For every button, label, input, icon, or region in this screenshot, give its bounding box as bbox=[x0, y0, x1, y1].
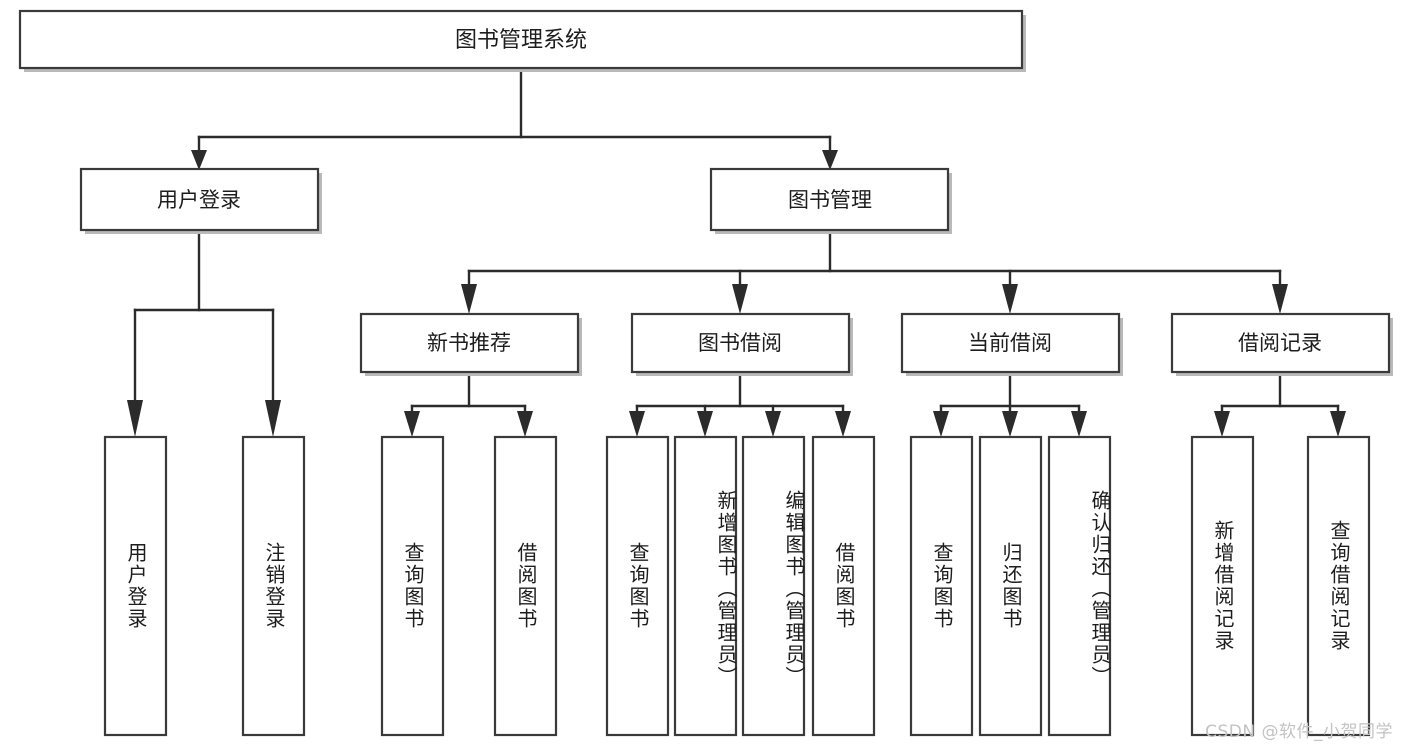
node-book-borrow[interactable]: 图书借阅 bbox=[630, 312, 853, 376]
arrowhead-current-borrow bbox=[1002, 284, 1018, 314]
connector-group-current-borrow bbox=[933, 374, 1087, 437]
arrowhead-borrow-record bbox=[1272, 284, 1288, 314]
node-new-book-recommend[interactable]: 新书推荐 bbox=[359, 312, 582, 376]
arrowhead-nb-query-book bbox=[404, 411, 420, 437]
leaf-box-cb-confirm-return[interactable] bbox=[1047, 435, 1112, 737]
connector-group-new-book bbox=[404, 374, 533, 437]
arrowhead-bb-query-book bbox=[629, 411, 645, 437]
arrowhead-cb-query-book bbox=[933, 411, 949, 437]
arrowhead-book-manage bbox=[822, 150, 838, 170]
leaf-box-cb-query-book[interactable] bbox=[909, 435, 974, 737]
arrowhead-new-book bbox=[461, 284, 477, 314]
node-user-login[interactable]: 用户登录 bbox=[79, 167, 322, 234]
node-borrow-record-box[interactable] bbox=[1170, 312, 1391, 374]
node-current-borrow-box[interactable] bbox=[900, 312, 1121, 374]
arrowhead-cb-return-book bbox=[1002, 411, 1018, 437]
arrowhead-book-borrow bbox=[732, 284, 748, 314]
node-new-book-recommend-box[interactable] bbox=[359, 312, 580, 374]
arrowhead-user-login bbox=[191, 150, 207, 170]
node-user-login-label: 用户登录 bbox=[157, 188, 241, 212]
arrowhead-cb-confirm-return bbox=[1071, 411, 1087, 437]
node-book-manage-box[interactable] bbox=[709, 167, 950, 232]
node-book-manage[interactable]: 图书管理 bbox=[709, 167, 952, 234]
leaf-box-nb-query-book[interactable] bbox=[380, 435, 445, 737]
arrowhead-bb-add-book bbox=[697, 411, 713, 437]
node-borrow-record-label: 借阅记录 bbox=[1238, 331, 1322, 355]
node-root[interactable]: 图书管理系统 bbox=[18, 9, 1026, 72]
arrowhead-br-query-record bbox=[1330, 411, 1346, 437]
node-current-borrow[interactable]: 当前借阅 bbox=[900, 312, 1123, 376]
leaf-box-logout[interactable] bbox=[241, 435, 306, 737]
connector-group-book-manage bbox=[461, 232, 1288, 314]
connector-group-book-borrow bbox=[629, 374, 851, 437]
node-root-label: 图书管理系统 bbox=[455, 28, 587, 53]
leaf-box-bb-borrow-book[interactable] bbox=[811, 435, 876, 737]
leaf-box-cb-return-book[interactable] bbox=[978, 435, 1043, 737]
leaf-box-nb-borrow-book[interactable] bbox=[493, 435, 558, 737]
connector-group-root bbox=[191, 66, 838, 170]
node-borrow-record[interactable]: 借阅记录 bbox=[1170, 312, 1393, 376]
connector-group-borrow-record bbox=[1214, 374, 1346, 437]
arrowhead-br-add-record bbox=[1214, 411, 1230, 437]
arrowhead-leaf-user-login bbox=[127, 400, 143, 437]
node-root-box[interactable] bbox=[18, 9, 1024, 70]
leaf-box-bb-query-book[interactable] bbox=[605, 435, 670, 737]
leaf-box-bb-edit-book[interactable] bbox=[741, 435, 806, 737]
leaf-box-user-login[interactable] bbox=[103, 435, 168, 737]
node-new-book-recommend-label: 新书推荐 bbox=[427, 331, 511, 355]
leaf-box-bb-add-book[interactable] bbox=[673, 435, 738, 737]
node-current-borrow-label: 当前借阅 bbox=[968, 331, 1052, 355]
node-user-login-box[interactable] bbox=[79, 167, 320, 232]
node-book-manage-label: 图书管理 bbox=[788, 188, 872, 212]
watermark: CSDN @软件_小贺同学 bbox=[1205, 722, 1393, 742]
arrowhead-leaf-logout bbox=[265, 400, 281, 437]
leaf-box-br-add-record[interactable] bbox=[1190, 435, 1255, 737]
arrowhead-bb-edit-book bbox=[765, 411, 781, 437]
connector-group-user-login bbox=[127, 232, 281, 437]
leaf-box-br-query-record[interactable] bbox=[1306, 435, 1371, 737]
node-book-borrow-box[interactable] bbox=[630, 312, 851, 374]
node-book-borrow-label: 图书借阅 bbox=[698, 331, 782, 355]
arrowhead-nb-borrow-book bbox=[517, 411, 533, 437]
arrowhead-bb-borrow-book bbox=[835, 411, 851, 437]
